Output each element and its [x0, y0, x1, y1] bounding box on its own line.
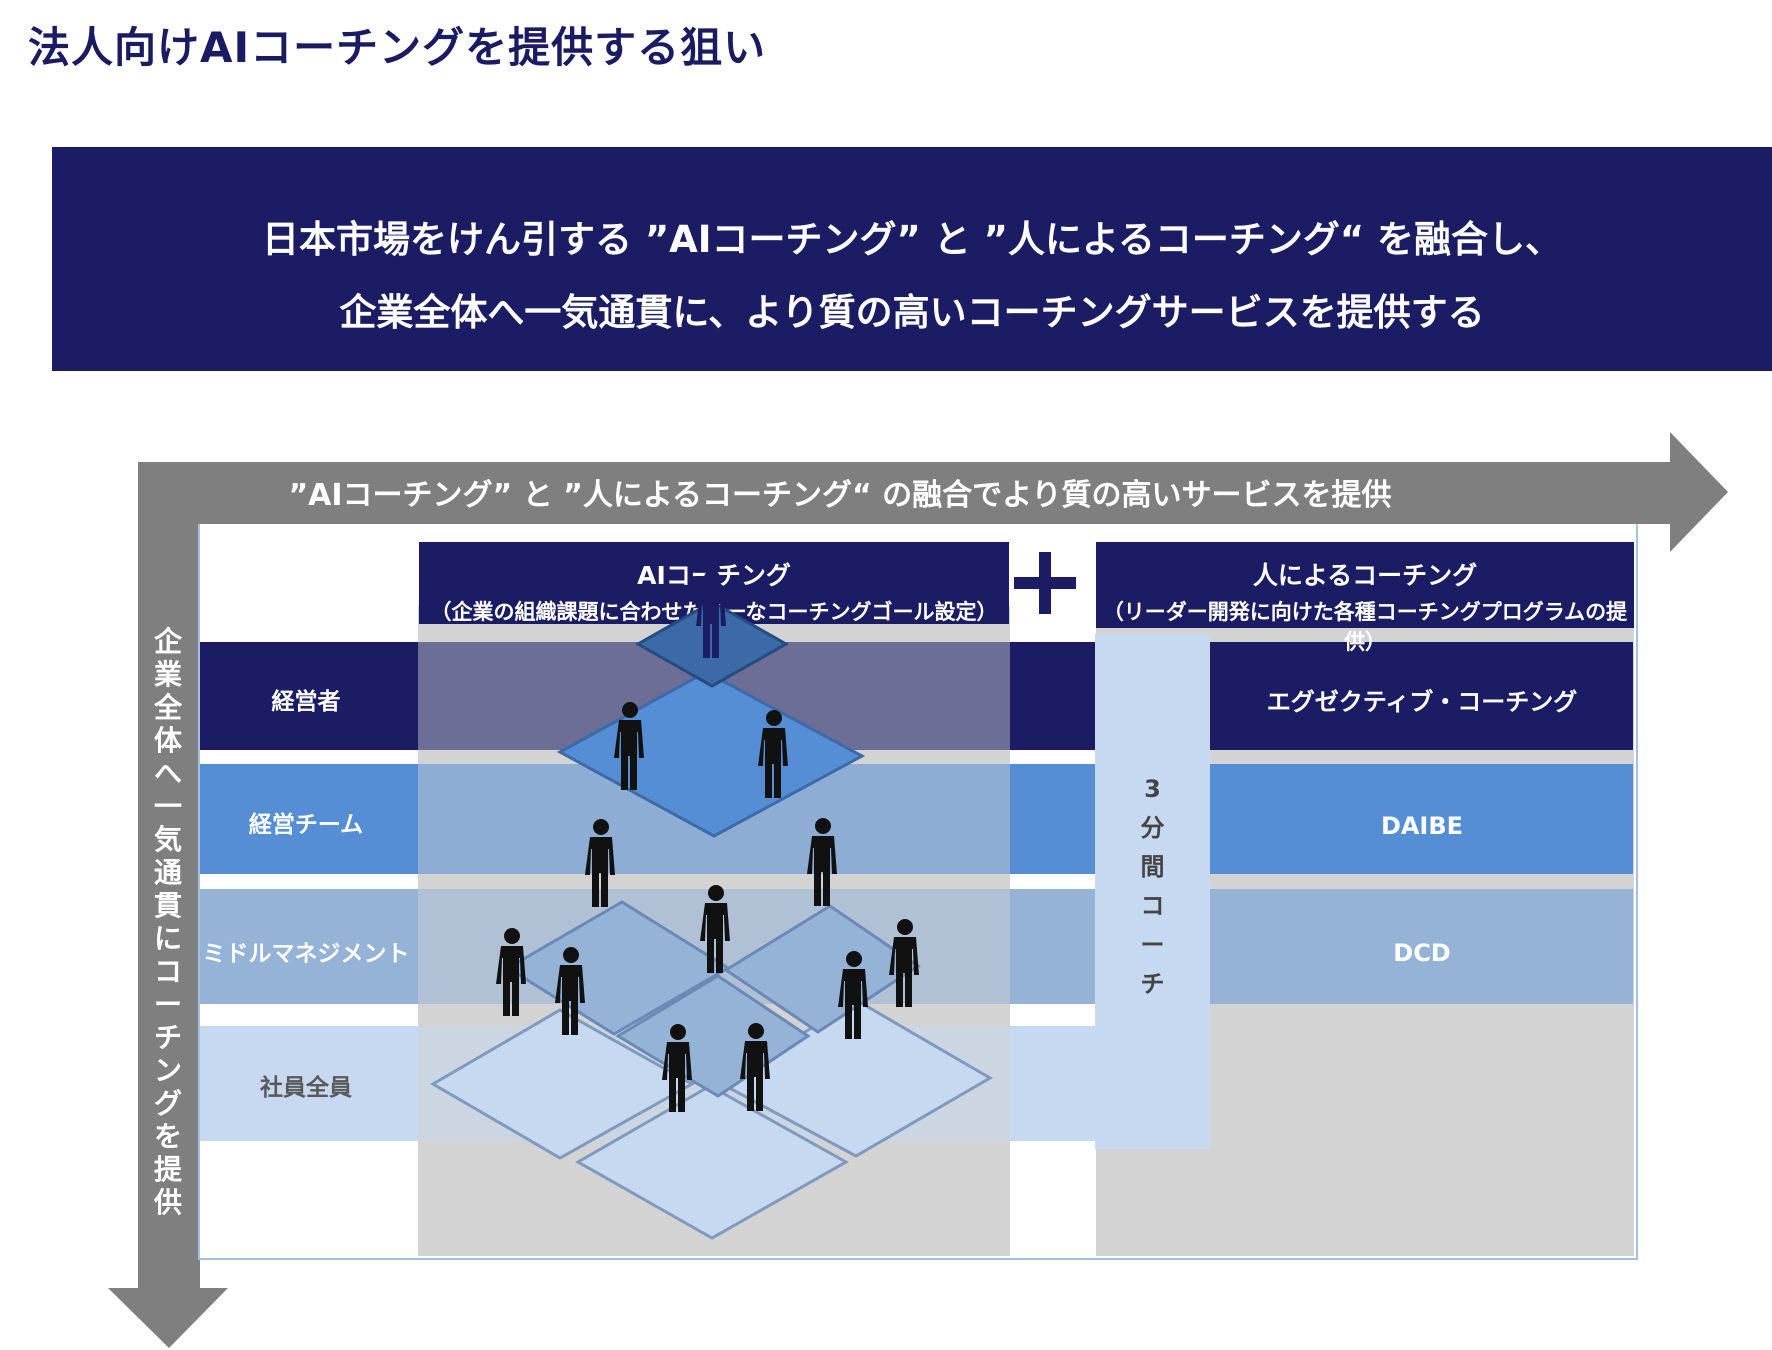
- person-icon: [585, 819, 615, 907]
- human-coaching-title: 人によるコーチング: [1252, 561, 1478, 590]
- plus-icon: [1014, 552, 1076, 614]
- vertical-char: 全: [153, 691, 182, 724]
- vertical-char: コ: [153, 955, 182, 988]
- row-label-executive: 経営者: [271, 689, 341, 715]
- row-band-exec-team: [200, 764, 1633, 874]
- person-icon: [496, 928, 526, 1016]
- pyramid-tile: [556, 670, 866, 838]
- top-arrow: [138, 432, 1728, 552]
- vertical-char: 供: [153, 1186, 182, 1219]
- pyramid-tile: [430, 1008, 696, 1160]
- vertical-char: チ: [153, 1021, 182, 1054]
- top-arrow-label: ”AIコーチング” と ”人によるコーチング“ の融合でより質の高いサービスを提…: [288, 478, 1392, 513]
- row-label-middle: ミドルマネジメント: [202, 941, 410, 967]
- person-icon: [889, 919, 919, 1007]
- row-label-exec-team: 経営チーム: [248, 812, 364, 838]
- program-executive-coaching: エグゼクティブ・コーチング: [1266, 688, 1578, 716]
- vertical-char: 貫: [153, 889, 182, 922]
- vertical-char: 通: [153, 856, 182, 889]
- banner-line-2: 企業全体へ一気通貫に、より質の高いコーチングサービスを提供する: [339, 291, 1485, 334]
- vertical-char: 業: [153, 658, 182, 691]
- three-minute-coach-label: 3 分間コーチ: [1095, 770, 1210, 1004]
- vertical-char: を: [153, 1120, 182, 1153]
- vertical-char: チ: [1140, 970, 1165, 998]
- banner-line-1: 日本市場をけん引する ”AIコーチング” と ”人によるコーチング“ を融合し、: [261, 218, 1563, 261]
- page-title: 法人向けAIコーチングを提供する狙い: [28, 23, 767, 72]
- coaching-diagram: ”AIコーチング” と ”人によるコーチング“ の融合でより質の高いサービスを提…: [0, 420, 1772, 1350]
- vertical-char: 3: [1144, 775, 1161, 803]
- row-band-executive: [200, 642, 1633, 750]
- vertical-char: 体: [153, 724, 182, 757]
- vertical-char: 分: [1140, 814, 1165, 842]
- vertical-char: ー: [153, 988, 182, 1021]
- vertical-char: ー: [1140, 931, 1165, 959]
- organization-pyramid: [430, 570, 993, 1240]
- vertical-char: コ: [1140, 892, 1165, 920]
- vertical-char: グ: [153, 1087, 182, 1120]
- human-coaching-subtitle: （リーダー開発に向けた各種コーチングプログラムの提供）: [1102, 600, 1628, 654]
- vertical-char: 提: [153, 1153, 182, 1186]
- person-icon: [807, 818, 837, 906]
- vertical-char: 気: [153, 823, 182, 856]
- vertical-char: ン: [153, 1054, 182, 1087]
- vertical-char: に: [153, 922, 182, 955]
- vertical-char: 一: [153, 790, 182, 823]
- pyramid-tile: [574, 1084, 850, 1240]
- human-coaching-header: 人によるコーチング （リーダー開発に向けた各種コーチングプログラムの提供）: [1096, 542, 1634, 654]
- vertical-char: へ: [153, 757, 182, 790]
- row-label-all: 社員全員: [260, 1075, 352, 1101]
- vertical-char: 間: [1140, 853, 1165, 881]
- program-dcd: DCD: [1393, 939, 1451, 967]
- vertical-char: 企: [153, 625, 182, 658]
- left-arrow-label: 企業全体へ一気通貫にコーチングを提供: [138, 625, 198, 1219]
- key-message-banner: 日本市場をけん引する ”AIコーチング” と ”人によるコーチング“ を融合し、…: [52, 147, 1772, 371]
- program-daibe: DAIBE: [1380, 812, 1464, 840]
- three-minute-coach-band: [1095, 634, 1210, 1149]
